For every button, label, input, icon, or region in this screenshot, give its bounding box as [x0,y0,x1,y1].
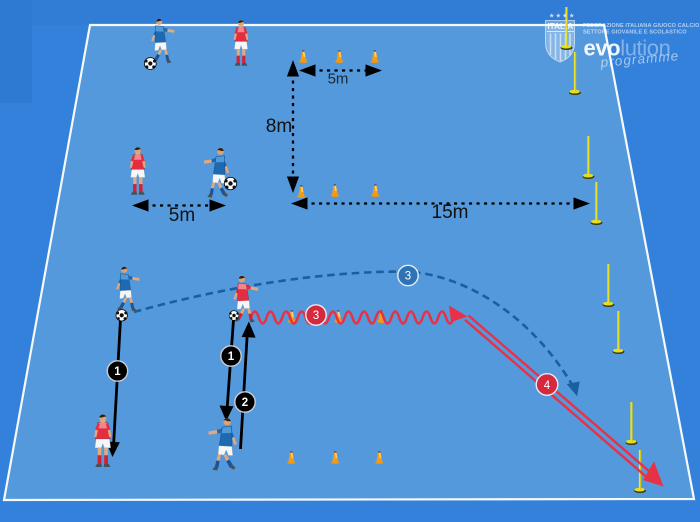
svg-text:★★★★: ★★★★ [549,13,576,20]
svg-text:evolution: evolution [584,36,671,61]
svg-text:8m: 8m [266,116,292,137]
svg-text:1: 1 [114,366,121,378]
svg-text:programme: programme [599,48,680,70]
svg-text:4: 4 [544,380,551,392]
svg-text:FEDERAZIONE ITALIANA GIUOCO CA: FEDERAZIONE ITALIANA GIUOCO CALCIO [583,23,700,29]
svg-text:5m: 5m [328,71,349,88]
svg-text:5m: 5m [169,205,195,226]
svg-text:1: 1 [228,351,235,363]
svg-text:ITALIA: ITALIA [547,22,573,31]
svg-text:2: 2 [242,397,248,409]
svg-text:3: 3 [405,271,411,283]
svg-text:15m: 15m [432,202,469,223]
svg-text:3: 3 [313,310,319,322]
svg-text:SETTORE GIOVANILE E SCOLASTICO: SETTORE GIOVANILE E SCOLASTICO [583,30,687,36]
